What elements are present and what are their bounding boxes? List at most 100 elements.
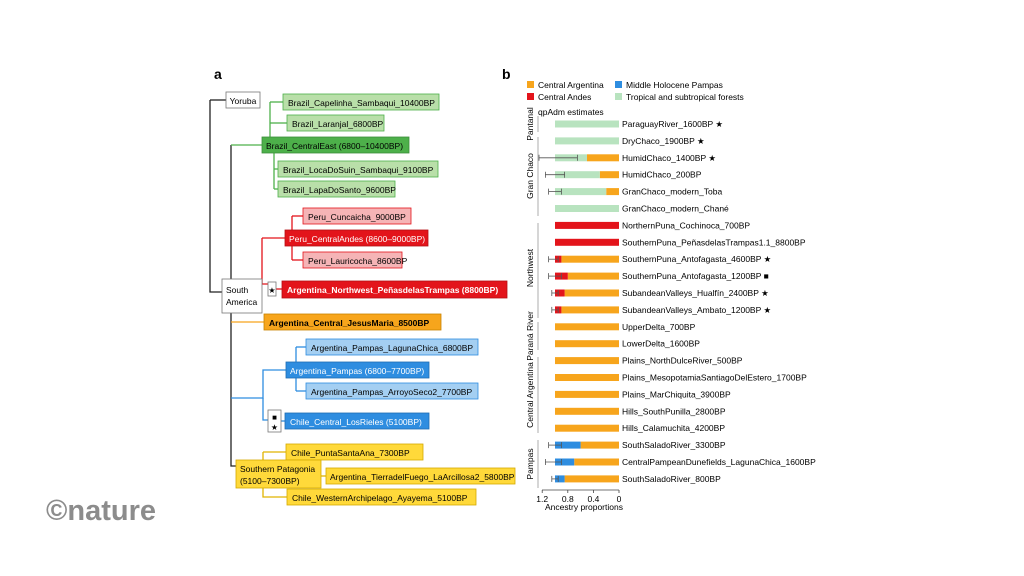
node-box-lagunachica	[305, 338, 479, 356]
group-label-pantanal: Pantanal	[525, 107, 535, 141]
bar-segment-argentina	[580, 441, 619, 449]
bar-segment-pampas	[555, 458, 575, 466]
bar-segment-pampas	[555, 475, 565, 483]
bar-row: SouthernPuna_Antofagasta_1200BP ■	[548, 271, 769, 281]
row-label: SouthernPuna_PeñasdelasTrampas1.1_8800BP	[622, 237, 806, 247]
node-text-lauricocha: Peru_Lauricocha_8600BP	[308, 256, 408, 266]
node-text-lapadosanto: Brazil_LapaDoSanto_9600BP	[283, 185, 396, 195]
bar-segment-argentina	[555, 323, 619, 331]
node-box-jesusmaria	[263, 313, 442, 331]
sa-to-brazil-branch	[230, 145, 240, 285]
bar-segment-argentina	[561, 255, 619, 263]
legend-swatch-central-argentina	[527, 81, 534, 88]
panel-a-label: a	[214, 66, 222, 82]
bar-row: CentralPampeanDunefields_LagunaChica_160…	[545, 457, 816, 467]
row-label: GranChaco_modern_Toba	[622, 187, 722, 197]
peru-branch-lines	[261, 215, 303, 290]
row-label: HumidChaco_1400BP ★	[622, 153, 716, 163]
bar-segment-forest	[555, 137, 619, 145]
node-text-puntasantaana: Chile_PuntaSantaAna_7300BP	[291, 448, 410, 458]
bar-segment-argentina	[599, 171, 619, 179]
row-label: NorthernPuna_Cochinoca_700BP	[622, 220, 750, 230]
chile-square-marker: ■	[272, 413, 277, 422]
group-label-northwest: Northwest	[525, 248, 535, 287]
node-box-ayayema	[286, 488, 477, 506]
peru-star-marker: ★	[268, 286, 275, 295]
row-label: HumidChaco_200BP	[622, 170, 702, 180]
node-text-centralandes: Peru_CentralAndes (8600–9000BP)	[289, 234, 425, 244]
bar-segment-argentina	[555, 407, 619, 415]
bar-segment-argentina	[567, 272, 619, 280]
bar-segment-argentina	[606, 188, 619, 196]
panel-a-tree: a	[209, 66, 516, 506]
bar-row: Hills_Calamuchita_4200BP	[555, 423, 725, 433]
x-tick-label: 0.4	[587, 494, 599, 504]
bar-segment-argentina	[555, 424, 619, 432]
legend-swatch-central-andes	[527, 93, 534, 100]
group-label-pampas: Pampas	[525, 448, 535, 479]
node-box-centraleast	[261, 136, 410, 154]
group-labels: Pantanal Gran Chaco Northwest Paraná Riv…	[525, 107, 535, 479]
group-label-paranariver: Paraná River	[525, 311, 535, 361]
bar-segment-argentina	[555, 340, 619, 348]
bar-row: HumidChaco_200BP	[545, 170, 702, 180]
row-label: SouthSaladoRiver_3300BP	[622, 440, 726, 450]
bar-row: SubandeanValleys_Hualfín_2400BP ★	[551, 288, 769, 298]
bar-row: UpperDelta_700BP	[555, 322, 696, 332]
tree-node-boxes: Brazil_Capelinha_Sambaqui_10400BP Brazil…	[235, 93, 516, 506]
node-text-patagonia-line2: (5100–7300BP)	[240, 476, 300, 486]
node-box-penas	[281, 280, 508, 299]
node-box-pampas	[285, 361, 430, 379]
bar-segment-forest	[555, 171, 600, 179]
bar-row: LowerDelta_1600BP	[555, 339, 700, 349]
bar-row: ParaguayRiver_1600BP ★	[555, 119, 723, 129]
bar-segment-andes	[555, 221, 619, 229]
node-text-centraleast: Brazil_CentralEast (6800–10400BP)	[266, 141, 403, 151]
south-america-label-line2: America	[226, 297, 257, 307]
bar-row: Plains_MarChiquita_3900BP	[555, 389, 731, 399]
row-label: SouthernPuna_Antofagasta_1200BP ■	[622, 271, 769, 281]
bar-row: SouthernPuna_Antofagasta_4600BP ★	[548, 254, 772, 264]
panel-b-chart: b Central Argentina Middle Holocene Pamp…	[502, 66, 816, 512]
bar-segment-argentina	[564, 475, 619, 483]
bar-row: Plains_NorthDulceRiver_500BP	[555, 356, 743, 366]
bar-row: GranChaco_modern_Chané	[555, 204, 729, 214]
group-label-centralargentina: Central Argentina	[525, 362, 535, 428]
legend-label-central-andes: Central Andes	[538, 92, 591, 102]
bar-segment-forest	[555, 120, 619, 128]
bar-segment-argentina	[587, 154, 619, 162]
node-text-jesusmaria: Argentina_Central_JesusMaria_8500BP	[269, 318, 429, 328]
node-text-tierradelfuego: Argentina_TierradelFuego_LaArcillosa2_58…	[330, 472, 515, 482]
node-box-patagonia	[235, 459, 322, 489]
node-box-lauricocha	[302, 251, 403, 269]
legend-swatch-middle-holocene-pampas	[615, 81, 622, 88]
node-box-centralandes	[284, 229, 429, 247]
bar-segment-argentina	[555, 390, 619, 398]
node-text-patagonia-line1: Southern Patagonia	[240, 464, 315, 474]
chile-marker-box	[267, 409, 282, 433]
sa-to-patagonia-branch	[230, 299, 240, 467]
node-box-tierradelfuego	[325, 467, 516, 485]
bar-row: SouthernPuna_PeñasdelasTrampas1.1_8800BP	[555, 237, 806, 247]
south-america-node	[221, 278, 263, 314]
legend-label-middle-holocene-pampas: Middle Holocene Pampas	[626, 80, 723, 90]
yoruba-node	[225, 91, 261, 109]
row-label: DryChaco_1900BP ★	[622, 136, 705, 146]
node-box-locadosuin	[277, 160, 439, 178]
bar-segment-argentina	[555, 357, 619, 365]
row-label: LowerDelta_1600BP	[622, 339, 700, 349]
legend-swatch-tropical-forests	[615, 93, 622, 100]
bar-row: Plains_MesopotamiaSantiagoDelEstero_1700…	[555, 373, 807, 383]
root-branch	[209, 100, 222, 293]
row-label: SubandeanValleys_Hualfín_2400BP ★	[622, 288, 769, 298]
node-text-arroyoseco: Argentina_Pampas_ArroyoSeco2_7700BP	[311, 387, 472, 397]
group-label-granchaco: Gran Chaco	[525, 153, 535, 199]
bar-segment-argentina	[574, 458, 619, 466]
row-label: CentralPampeanDunefields_LagunaChica_160…	[622, 457, 816, 467]
node-box-puntasantaana	[285, 443, 424, 461]
bar-segment-argentina	[555, 374, 619, 381]
x-tick-label: 1.2	[536, 494, 548, 504]
